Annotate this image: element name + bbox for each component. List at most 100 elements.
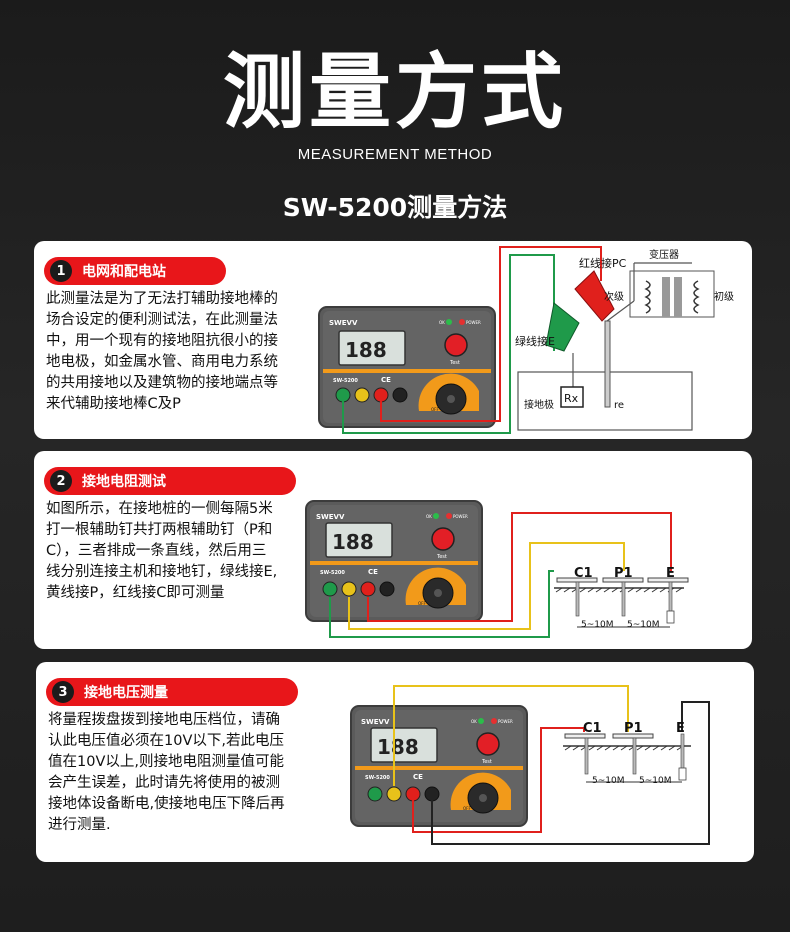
power-label: POWER [453,514,468,519]
section-number: 1 [50,260,72,282]
power-label: POWER [498,719,513,724]
section-description: 此测量法是为了无法打辅助接地棒的 场合设定的便利测试法，在此测量法 中，用一个现… [46,289,316,415]
wire-yellow [348,542,625,630]
description-line: 打一根辅助钉共打两根辅助钉（P和 [46,522,273,538]
section-card-2: 2 接地电阻测试 如图所示，在接地桩的一侧每隔5米 打一根辅助钉共打两根辅助钉（… [34,451,752,649]
section-card-1: 1 电网和配电站 此测量法是为了无法打辅助接地棒的 场合设定的便利测试法，在此测… [34,241,752,439]
wire-yellow [393,685,629,786]
ce-mark: CE [413,773,423,781]
secondary-coil [644,280,651,314]
ok-led [478,718,484,724]
terminal-green [367,786,383,802]
rod-e-tip [666,610,675,624]
terminal-black [392,387,408,403]
ok-led [433,513,439,519]
description-line: 场合设定的便利测试法，在此测量法 [46,312,278,328]
ground-box [517,371,693,431]
off-label: OFF [431,407,439,412]
description-line: 中，用一个现有的接地阻抗很小的接 [46,333,278,349]
description-line: 黄线接P，红线接C即可测量 [46,585,225,601]
section-number: 2 [50,470,72,492]
description-line: 线分别连接主机和接地钉，绿线接E, [46,564,278,580]
stake-p1 [602,577,644,583]
test-label: Test [481,759,492,765]
tester-device: SWEVV 188 OK POWER Test SW-5200 CE OFF [318,306,496,428]
terminal-yellow [386,786,402,802]
device-brand: SWEVV [361,718,390,726]
description-line: 会产生误差，此时请先将使用的被测 [48,775,280,791]
terminal-red [373,387,389,403]
wire-red [380,246,602,422]
description-line: 如图所示，在接地桩的一侧每隔5米 [46,501,273,517]
section-title: 电网和配电站 [82,264,166,280]
distance-label-2: 5~10M [627,620,659,630]
terminal-yellow [354,387,370,403]
stake-e-head [647,577,689,583]
red-clip [574,270,615,322]
ce-mark: CE [368,568,378,576]
model-label: SW-5200 [365,775,390,781]
wire-green [342,254,555,434]
range-dial-arc [418,373,479,411]
terminal-yellow [341,581,357,597]
rx-label: Rx [564,392,579,405]
wire-red [412,727,585,833]
power-led [491,718,497,724]
section-description: 将量程拨盘拨到接地电压档位，请确 认此电压值必须在10V以下,若此电压 值在10… [48,710,320,836]
rod-e-tip [678,767,687,781]
stake-e-label: E [676,721,685,736]
device-brand: SWEVV [329,319,358,327]
description-line: 值在10V以上,则接地电阻测量值可能 [48,754,284,770]
transformer-label: 变压器 [649,248,679,261]
test-button [476,732,500,756]
description-line: 此测量法是为了无法打辅助接地棒的 [46,291,278,307]
terminal-red [360,581,376,597]
rod-p1 [621,581,626,617]
lcd-reading: 188 [345,338,387,362]
test-label: Test [449,360,460,366]
stake-e-label: E [666,566,675,581]
model-label: SW-5200 [320,570,345,576]
range-dial-arc [450,772,511,810]
green-clip [545,302,580,352]
ground-hatch [555,587,683,593]
rod-e [668,581,673,623]
range-dial [422,577,454,609]
dial-center [434,589,442,597]
lcd-screen [325,522,393,558]
stake-p1 [612,733,654,739]
re-rod [604,320,611,408]
model-title: SW-5200测量方法 [282,193,508,222]
description-line: C），三者排成一条直线，然后用三 [46,543,267,559]
off-label: OFF [463,806,471,811]
lcd-screen [338,330,406,366]
stake-c1 [556,577,598,583]
lcd-reading: 188 [377,735,419,759]
terminal-black [424,786,440,802]
description-line: 认此电压值必须在10V以下,若此电压 [48,733,284,749]
power-label: POWER [466,320,481,325]
lcd-screen [370,727,438,763]
wire-red [367,512,672,622]
ce-mark: CE [381,376,391,384]
wire-black [431,701,710,845]
section-badge-1: 1 电网和配电站 [44,257,226,285]
section-title: 接地电阻测试 [82,474,166,490]
tester-device: SWEVV 188 OK POWER Test SW-5200 CE OFF [350,705,528,827]
transformer-core [662,277,670,317]
stake-c1-label: C1 [583,721,602,736]
stake-p1-label: P1 [614,566,633,581]
secondary-label: 次级 [604,290,624,303]
distance-label-1: 5~10M [592,776,624,786]
power-led [446,513,452,519]
section-badge-2: 2 接地电阻测试 [44,467,296,495]
terminal-green [335,387,351,403]
test-label: Test [436,554,447,560]
transformer-frame [629,270,715,318]
lcd-reading: 188 [332,530,374,554]
section-title: 接地电压测量 [84,685,168,701]
ground-hatch [564,745,684,751]
terminal-red [405,786,421,802]
green-clip-label: 绿线接E [515,334,555,348]
ok-label: OK [426,514,432,519]
